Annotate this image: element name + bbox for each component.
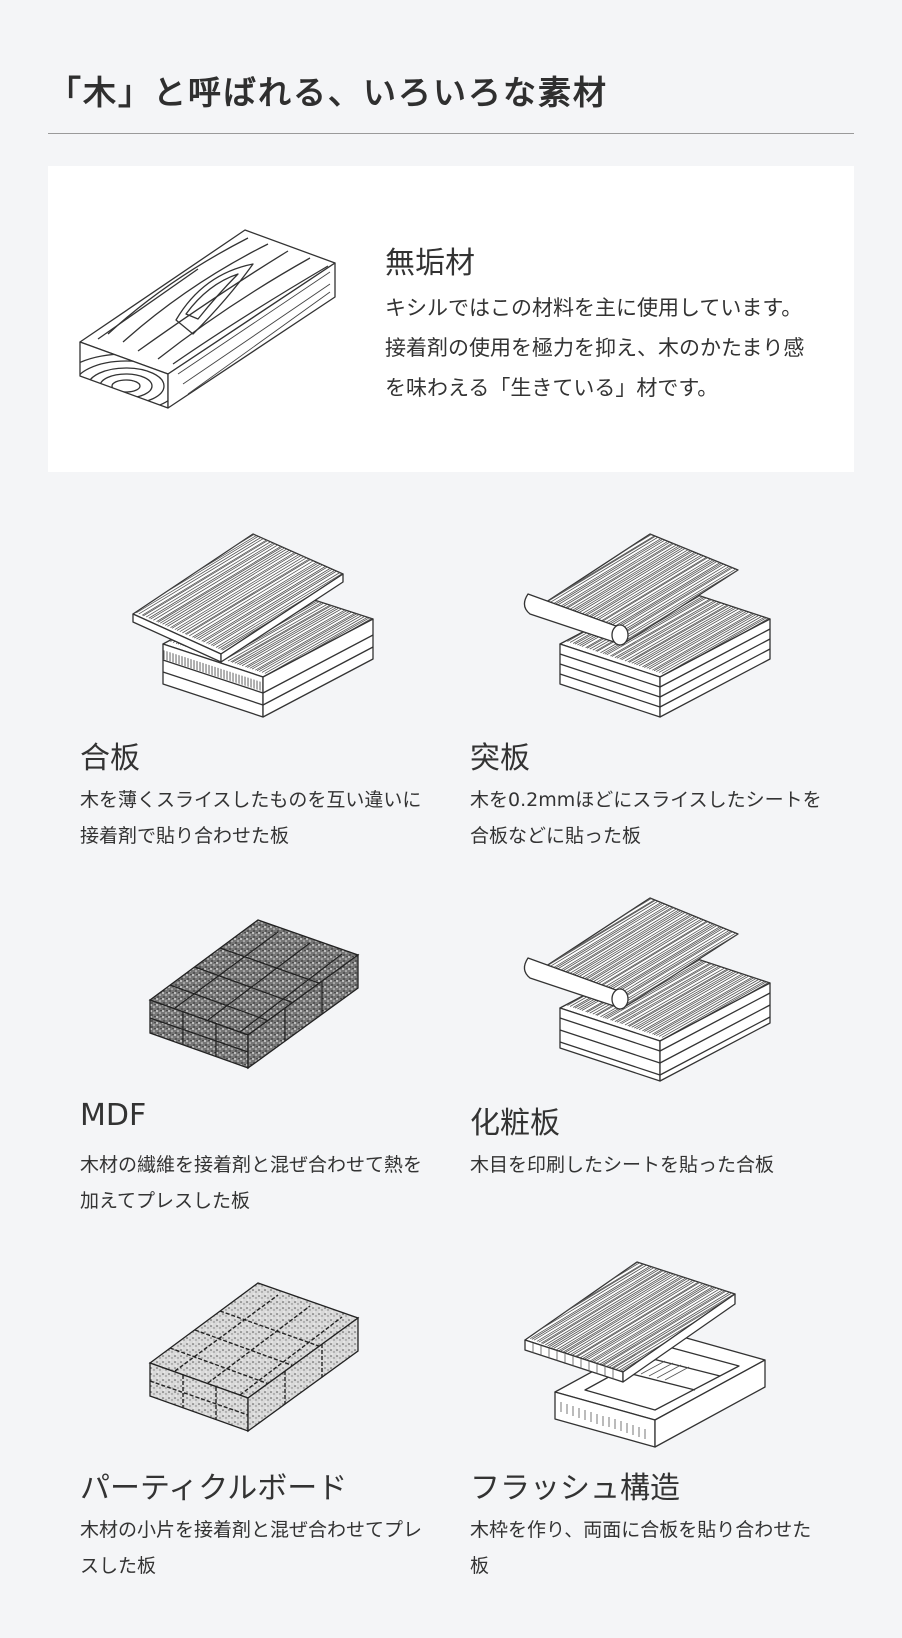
page-title: 「木」と呼ばれる、いろいろな素材: [48, 73, 608, 112]
feature-description: キシルではこの材料を主に使用しています。 接着剤の使用を極力を抑え、木のかたまり…: [385, 296, 805, 400]
material-name-veneer: 突板: [470, 741, 530, 776]
material-name-decorative-board: 化粧板: [470, 1106, 560, 1141]
material-name-flush-structure: フラッシュ構造: [470, 1471, 680, 1506]
mdf-illustration: [148, 919, 360, 1070]
plywood-illustration: [132, 533, 374, 724]
feature-card-solid-wood: 無垢材 キシルではこの材料を主に使用しています。 接着剤の使用を極力を抑え、木の…: [48, 166, 854, 472]
title-divider: [48, 133, 854, 134]
material-name-particle-board: パーティクルボード: [80, 1471, 348, 1506]
material-description-veneer: 木を0.2mmほどにスライスしたシートを合板などに貼った板: [470, 789, 822, 847]
decorative-board-illustration: [520, 897, 771, 1088]
material-name-mdf: MDF: [80, 1098, 147, 1133]
material-description-plywood: 木を薄くスライスしたものを互い違いに接着剤で貼り合わせた板: [80, 789, 422, 847]
feature-name: 無垢材: [385, 246, 475, 281]
material-description-mdf: 木材の繊維を接着剤と混ぜ合わせて熱を加えてプレスした板: [80, 1154, 423, 1212]
material-description-particle-board: 木材の小片を接着剤と混ぜ合わせてプレスした板: [80, 1519, 423, 1577]
solid-wood-plank-illustration: [78, 224, 398, 414]
material-description-flush-structure: 木枠を作り、両面に合板を貼り合わせた板: [470, 1519, 812, 1577]
particle-board-illustration: [148, 1282, 360, 1433]
material-name-plywood: 合板: [80, 741, 140, 776]
material-description-decorative-board: 木目を印刷したシートを貼った合板: [470, 1154, 775, 1176]
veneer-illustration: [520, 533, 771, 724]
flush-structure-illustration: [524, 1261, 775, 1452]
